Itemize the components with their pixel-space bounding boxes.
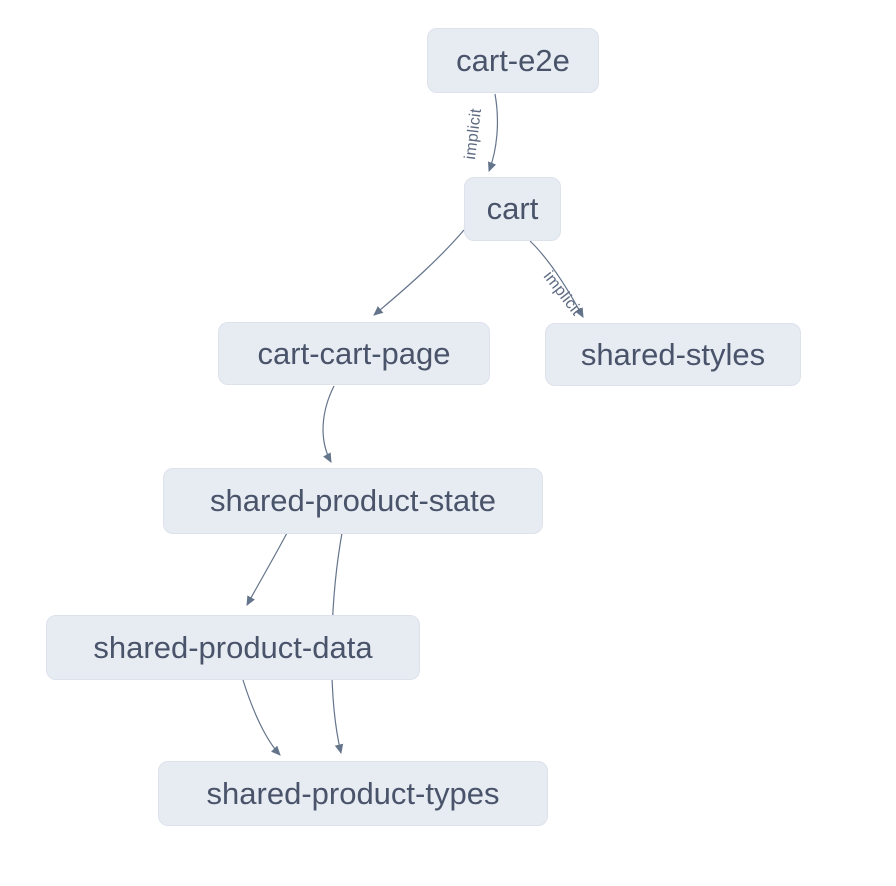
- node-shared-product-types[interactable]: shared-product-types: [158, 761, 548, 826]
- node-label-cart-cart-page: cart-cart-page: [257, 335, 451, 371]
- node-label-shared-product-types: shared-product-types: [206, 775, 500, 811]
- node-cart[interactable]: cart: [464, 177, 561, 241]
- node-shared-styles[interactable]: shared-styles: [545, 323, 801, 386]
- node-label-cart-e2e: cart-e2e: [456, 42, 570, 78]
- node-label-cart: cart: [486, 191, 539, 226]
- node-cart-e2e[interactable]: cart-e2e: [427, 28, 599, 93]
- edge-cart-to-shared-styles: [529, 240, 584, 318]
- node-cart-cart-page[interactable]: cart-cart-page: [218, 322, 490, 385]
- edge-shared-product-state-to-shared-product-data: [246, 532, 288, 606]
- edge-cart-cart-page-to-shared-product-state: [322, 385, 335, 463]
- node-shared-product-state[interactable]: shared-product-state: [163, 468, 543, 534]
- edge-cart-e2e-to-cart: [488, 93, 499, 173]
- edge-cart-to-cart-cart-page: [373, 229, 465, 316]
- node-label-shared-product-state: shared-product-state: [209, 483, 497, 518]
- node-label-shared-styles: shared-styles: [580, 336, 766, 372]
- node-shared-product-data[interactable]: shared-product-data: [46, 615, 420, 680]
- edge-shared-product-data-to-shared-product-types: [242, 679, 281, 756]
- node-label-shared-product-data: shared-product-data: [93, 629, 373, 665]
